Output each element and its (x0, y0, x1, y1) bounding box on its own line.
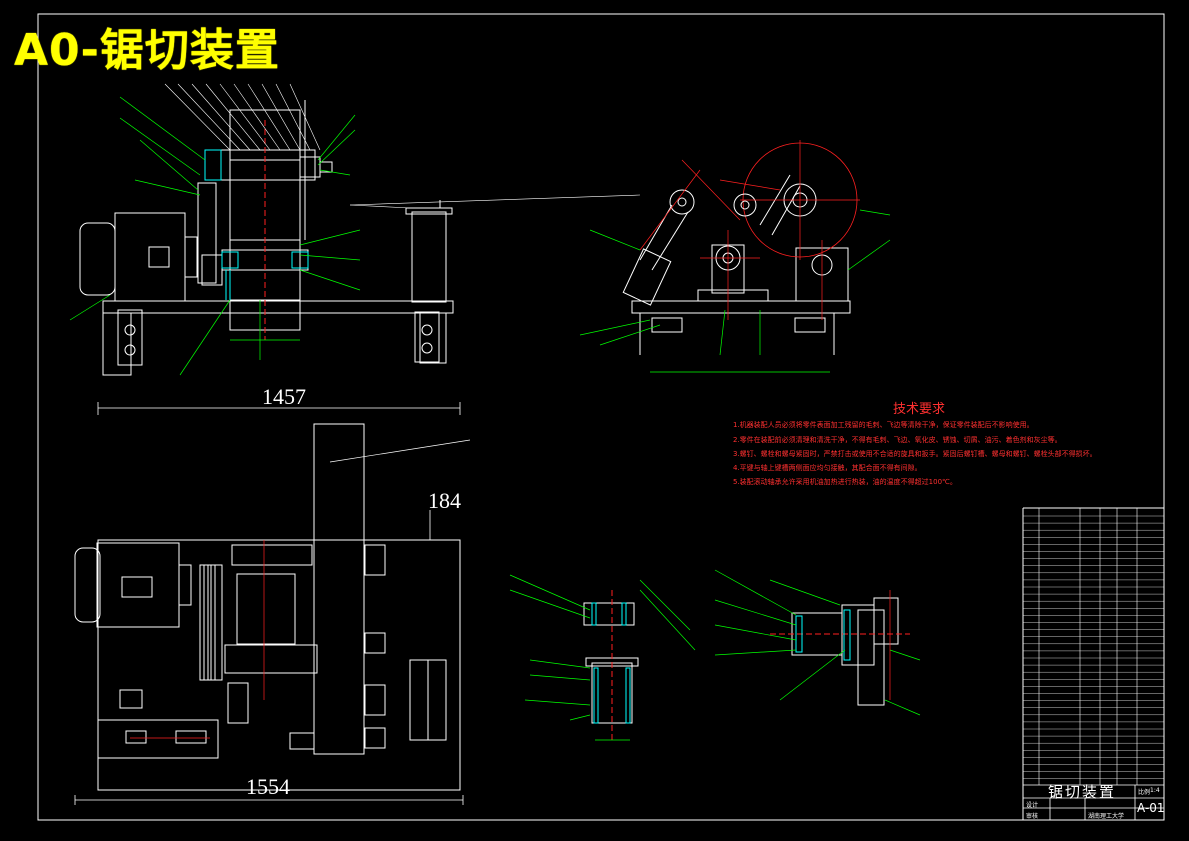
title-block-scale-value: 1:4 (1150, 787, 1160, 794)
tech-req-item: 1.机器装配人员必须将零件表面加工残留的毛刺、飞边等清除干净，保证零件装配后不影… (733, 421, 1034, 429)
front-view-balloons (164, 83, 641, 209)
title-block-name: 锯切装置 (1048, 783, 1117, 801)
top-view-hatch (130, 439, 471, 739)
title-block-school: 湖南理工大学 (1088, 813, 1125, 820)
title-block-drawing-no: A-01 (1137, 801, 1165, 815)
parts-list-rows (1023, 515, 1164, 779)
tech-req-item: 3.螺钉、螺栓和螺母紧固时，严禁打击或使用不合适的旋具和扳手。紧固后螺钉槽、螺母… (733, 450, 1097, 458)
dimension-top-width: 1457 (262, 384, 306, 409)
parts-list-grid (1038, 508, 1138, 785)
side-view-leaders (579, 209, 891, 373)
side-view-centerlines (639, 140, 860, 320)
dimension-bottom-width: 1554 (246, 774, 290, 799)
sheet-title: A0-锯切装置 (14, 25, 280, 76)
title-block-checker-label: 审核 (1026, 813, 1039, 820)
front-view-leaders (69, 96, 361, 376)
tech-req-item: 5.装配滚动轴承允许采用机油加热进行热装，油的温度不得超过100℃。 (733, 478, 957, 486)
technical-requirements-heading: 技术要求 (893, 402, 946, 417)
top-view-dimension-lines (74, 402, 464, 805)
sheet-frame (37, 13, 1165, 821)
title-block-scale-label: 比例 (1138, 789, 1151, 796)
section-cc-hatch (591, 602, 631, 724)
tech-req-item: 2.零件在装配前必须清理和清洗干净，不得有毛刺、飞边、氧化皮、锈蚀、切屑、油污、… (733, 436, 1062, 444)
dimension-side-height: 184 (428, 488, 461, 513)
section-dd-leaders (714, 569, 921, 716)
section-dd-hatch (795, 609, 851, 661)
section-cc-leaders (509, 574, 696, 741)
section-dd (770, 597, 910, 706)
title-block-frame (1023, 784, 1164, 820)
tech-req-item: 4.平键与轴上键槽两侧面应均匀接触，其配合面不得有间隙。 (733, 464, 922, 472)
front-view-assembly (79, 100, 454, 376)
section-cc (583, 590, 639, 740)
top-view-assembly (74, 423, 461, 791)
front-view-hatch (204, 149, 309, 300)
title-block-designer-label: 设计 (1026, 802, 1039, 809)
